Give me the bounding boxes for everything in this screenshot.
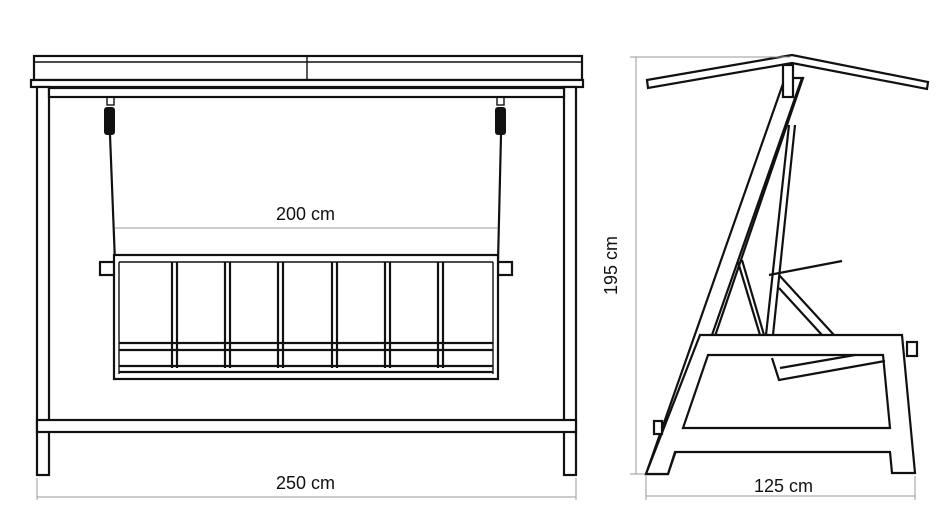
left-post: [35, 85, 51, 477]
side-view: [630, 53, 930, 500]
right-spring: [495, 96, 506, 263]
left-armrest-end: [98, 260, 117, 277]
roof-front: [32, 54, 584, 82]
total-width-label: 250 cm: [276, 473, 336, 493]
right-armrest-end: [496, 260, 514, 277]
frame-opening: [681, 353, 892, 430]
height-label: 195 cm: [601, 235, 622, 296]
front-bolt: [652, 419, 664, 436]
right-post: [562, 85, 578, 477]
swing-seat-side: [736, 124, 886, 382]
front-view: [29, 54, 585, 500]
top-crossbar: [47, 86, 566, 99]
depth-label: 125 cm: [754, 476, 814, 496]
hanger-bracket: [781, 63, 795, 99]
rear-bolt: [905, 340, 919, 358]
top-beam: [29, 78, 585, 89]
seat-width-label: 200 cm: [276, 204, 336, 224]
left-spring: [104, 96, 117, 263]
roof-side: [645, 53, 930, 91]
bottom-crossbar: [35, 418, 578, 434]
swing-seat-front: [98, 253, 514, 381]
